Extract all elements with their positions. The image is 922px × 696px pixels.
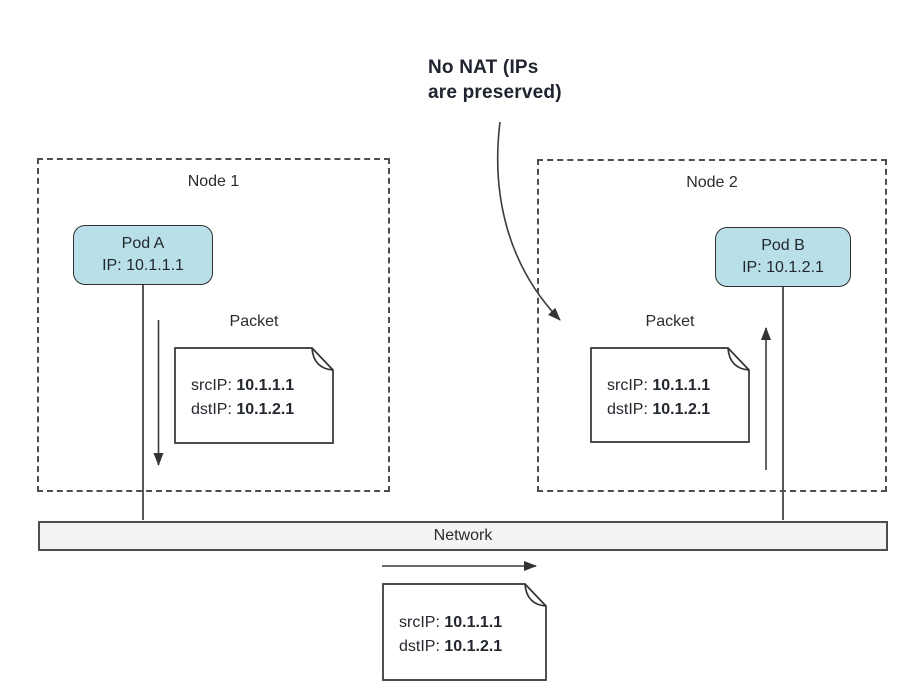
packet-dst-line: dstIP: 10.1.2.1 — [191, 401, 295, 418]
network-label: Network — [433, 527, 493, 544]
packet-src-line: srcIP: 10.1.1.1 — [191, 377, 295, 394]
pod-b-ip: IP: 10.1.2.1 — [742, 259, 824, 276]
node-2-label: Node 2 — [686, 174, 738, 191]
node-1-label: Node 1 — [187, 173, 240, 190]
pod-a-box: Pod A IP: 10.1.1.1 — [73, 225, 213, 285]
node-2-packet-label: Packet — [645, 313, 695, 330]
network-packet-document: srcIP: 10.1.1.1 dstIP: 10.1.2.1 — [382, 583, 547, 681]
node-2-box: Node 2 — [537, 159, 887, 492]
node-1-packet-label: Packet — [229, 313, 279, 330]
document-icon — [174, 347, 334, 444]
document-icon — [382, 583, 547, 681]
document-icon — [590, 347, 750, 443]
node-1-box: Node 1 — [37, 158, 390, 492]
network-bar: Network — [38, 521, 888, 551]
pod-a-ip: IP: 10.1.1.1 — [102, 257, 184, 274]
pod-b-box: Pod B IP: 10.1.2.1 — [715, 227, 851, 287]
packet-dst-line: dstIP: 10.1.2.1 — [399, 637, 503, 655]
node-1-packet-document: srcIP: 10.1.1.1 dstIP: 10.1.2.1 — [174, 347, 334, 444]
packet-src-line: srcIP: 10.1.1.1 — [399, 613, 503, 631]
pod-b-name: Pod B — [761, 237, 805, 254]
no-nat-annotation: No NAT (IPs are preserved) — [428, 57, 562, 103]
packet-dst-line: dstIP: 10.1.2.1 — [607, 400, 711, 418]
packet-src-line: srcIP: 10.1.1.1 — [607, 376, 711, 394]
node-2-packet-document: srcIP: 10.1.1.1 dstIP: 10.1.2.1 — [590, 347, 750, 443]
pod-a-name: Pod A — [121, 235, 165, 252]
